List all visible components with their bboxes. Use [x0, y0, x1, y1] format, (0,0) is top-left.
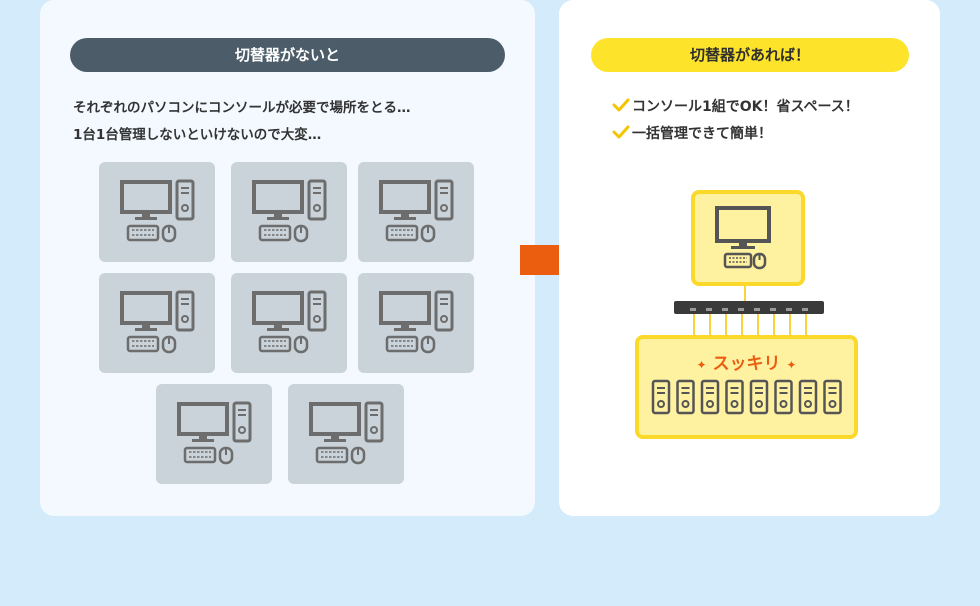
pc-tile — [99, 273, 215, 373]
pc-tile — [156, 384, 272, 484]
benefit-text-1: コンソール1組でOK！省スペース！ — [632, 99, 859, 115]
server-tower-icon — [798, 379, 818, 415]
console-icon — [715, 206, 771, 270]
desktop-computer-icon — [379, 179, 454, 243]
desktop-computer-icon — [309, 401, 384, 465]
sparkle-icon: ✦ — [786, 358, 797, 372]
server-tower-icon — [725, 379, 744, 415]
server-tower-icon — [700, 379, 720, 415]
sukkiri-label: ✦ スッキリ ✦ — [639, 349, 854, 374]
check-mark-icon — [612, 98, 632, 116]
problem-line-1: それぞれのパソコンにコンソールが必要で場所をとる… — [73, 100, 411, 116]
desktop-computer-icon — [120, 179, 195, 243]
server-tower-icon — [774, 379, 793, 415]
kvm-cables — [693, 286, 807, 336]
problem-line-2: 1台1台管理しないといけないので大変… — [73, 127, 322, 143]
kvm-port — [786, 308, 792, 311]
desktop-computer-icon — [252, 179, 327, 243]
without-switch-title: 切替器がないと — [70, 38, 505, 72]
kvm-port — [802, 308, 808, 311]
desktop-computer-icon — [177, 401, 252, 465]
server-tower-icon — [823, 379, 842, 415]
kvm-port — [706, 308, 712, 311]
kvm-switch-device — [674, 301, 824, 314]
desktop-computer-icon — [252, 290, 327, 354]
pc-tile — [288, 384, 404, 484]
pc-tile — [358, 162, 474, 262]
desktop-computer-icon — [120, 290, 195, 354]
kvm-port — [770, 308, 776, 311]
with-switch-title: 切替器があれば！ — [591, 38, 909, 72]
pc-tile — [231, 273, 347, 373]
kvm-port — [690, 308, 696, 311]
kvm-port — [738, 308, 744, 311]
sukkiri-text: スッキリ — [712, 354, 781, 374]
benefit-row-2: 一括管理できて簡単！ — [612, 123, 772, 143]
kvm-port — [754, 308, 760, 311]
server-tower-icon — [676, 379, 695, 415]
pc-tile — [99, 162, 215, 262]
desktop-computer-icon — [379, 290, 454, 354]
server-tower-icon — [749, 379, 769, 415]
benefit-row-1: コンソール1組でOK！省スペース！ — [612, 96, 859, 116]
pc-tile — [231, 162, 347, 262]
kvm-switch-ports — [690, 308, 808, 311]
server-tower-icon — [651, 379, 671, 415]
server-row — [651, 379, 842, 415]
shared-console-box — [691, 190, 805, 286]
servers-box: ✦ スッキリ ✦ — [635, 335, 858, 439]
benefit-text-2: 一括管理できて簡単！ — [632, 126, 772, 142]
check-mark-icon — [612, 125, 632, 143]
sparkle-icon: ✦ — [696, 358, 707, 372]
kvm-port — [722, 308, 728, 311]
pc-tile — [358, 273, 474, 373]
